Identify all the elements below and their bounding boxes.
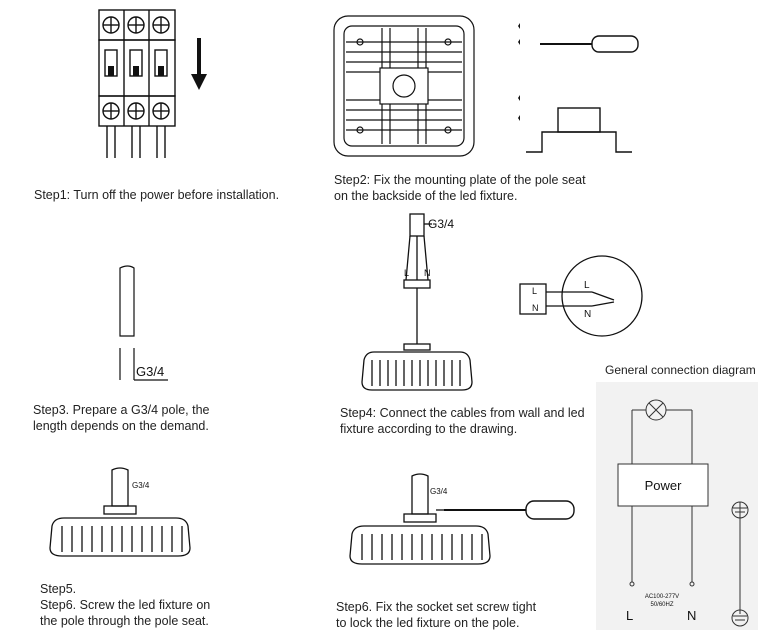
step1-caption: Step1: Turn off the power before install… [34, 188, 280, 202]
step6-caption: Step6. Fix the socket set screw tight to… [336, 599, 536, 631]
screwdriver-icon [444, 500, 575, 520]
circuit-breaker-illustration [98, 9, 207, 158]
terminal-label-l: L [532, 286, 537, 296]
step5-caption-line2: Step6. Screw the led fixture on [40, 598, 211, 612]
mounting-plate-illustration [333, 15, 639, 157]
circle-label-n: N [584, 309, 591, 320]
connection-label-l: L [626, 608, 633, 623]
wiring-illustration: G3/4 L N L N L N [361, 213, 643, 391]
step4-wire-label-n: N [424, 268, 431, 278]
step5-caption-line1: Step5. [40, 582, 77, 596]
step5-pole-label: G3/4 [132, 481, 150, 490]
terminal-label-n: N [532, 303, 539, 313]
pole-illustration: G3/4 [119, 265, 168, 381]
step4-wire-label-l: L [404, 268, 409, 278]
connection-diagram-title: General connection diagram [605, 363, 756, 377]
step3-caption-line2: length depends on the demand. [33, 419, 209, 433]
circle-label-l: L [584, 280, 590, 291]
pole-thread-label: G3/4 [136, 364, 164, 379]
step3-caption-line1: Step3. Prepare a G3/4 pole, the [33, 403, 210, 417]
step6-fixture-illustration: G3/4 [349, 473, 575, 565]
step4-caption-line2: fixture according to the drawing. [340, 422, 518, 436]
step5-caption: Step5. Step6. Screw the led fixture on t… [40, 581, 210, 629]
power-box-label: Power [645, 478, 683, 493]
step3-caption: Step3. Prepare a G3/4 pole, the length d… [33, 402, 210, 434]
step2-caption: Step2: Fix the mounting plate of the pol… [334, 172, 586, 204]
step4-thread-label: G3/4 [428, 217, 454, 231]
spec-line1: AC100-277V [645, 594, 679, 600]
screwdriver-icon [540, 35, 639, 53]
step6-caption-line1: Step6. Fix the socket set screw tight [336, 600, 537, 614]
step6-caption-line2: to lock the led fixture on the pole. [336, 616, 520, 630]
spec-line2: 50/60HZ [650, 602, 673, 608]
step4-caption: Step4: Connect the cables from wall and … [340, 405, 585, 437]
arrow-down-icon [191, 38, 207, 90]
step2-caption-line2: on the backside of the led fixture. [334, 189, 518, 203]
step5-fixture-illustration: G3/4 [49, 467, 191, 557]
step4-caption-line1: Step4: Connect the cables from wall and … [340, 406, 585, 420]
connection-diagram: Power AC100-277V 50/60HZ L N [617, 399, 749, 627]
step6-pole-label: G3/4 [430, 487, 448, 496]
step2-caption-line1: Step2: Fix the mounting plate of the pol… [334, 173, 586, 187]
connection-label-n: N [687, 608, 696, 623]
step5-caption-line3: the pole through the pole seat. [40, 614, 209, 628]
